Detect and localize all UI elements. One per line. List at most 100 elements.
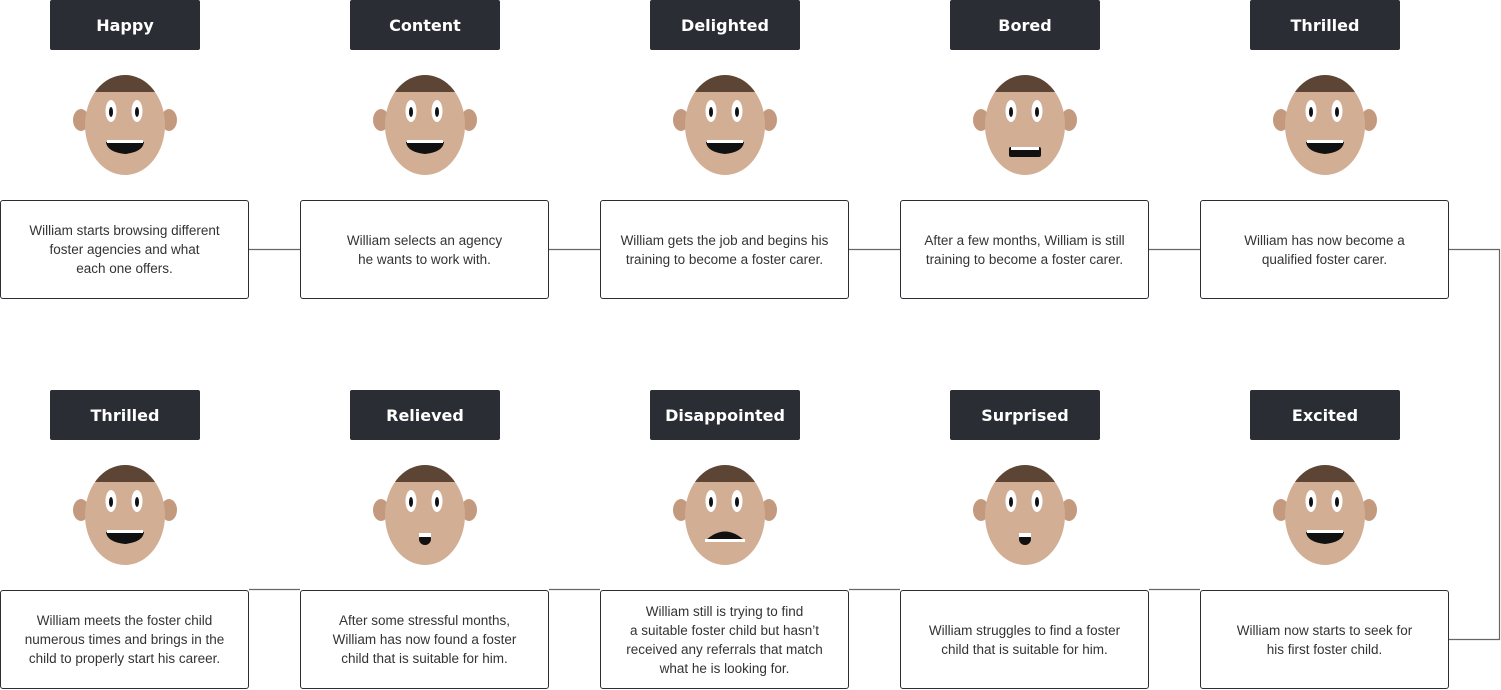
step-card: William struggles to find a foster child… bbox=[900, 590, 1149, 689]
avatar bbox=[365, 460, 485, 570]
face-icon bbox=[373, 75, 477, 175]
face-icon bbox=[673, 465, 777, 565]
emotion-label: Excited bbox=[1250, 390, 1400, 440]
pupil bbox=[1335, 107, 1339, 117]
pupil bbox=[735, 107, 739, 117]
emotion-label: Delighted bbox=[650, 0, 800, 50]
step-card: William has now become a qualified foste… bbox=[1200, 200, 1449, 299]
head bbox=[385, 465, 465, 565]
pupil bbox=[435, 107, 439, 117]
mouth-smile bbox=[1306, 532, 1344, 544]
face-icon bbox=[73, 465, 177, 565]
step-card: After some stressful months, William has… bbox=[300, 590, 549, 689]
head bbox=[85, 465, 165, 565]
mouth-smile bbox=[706, 142, 744, 154]
left-ear bbox=[73, 109, 89, 131]
mouth-smile bbox=[406, 142, 444, 154]
pupil bbox=[1035, 497, 1039, 507]
left-ear bbox=[373, 109, 389, 131]
left-ear bbox=[373, 499, 389, 521]
emotion-label: Thrilled bbox=[50, 390, 200, 440]
right-ear bbox=[1361, 499, 1377, 521]
teeth bbox=[1019, 533, 1031, 537]
emotion-label: Relieved bbox=[350, 390, 500, 440]
left-ear bbox=[1273, 499, 1289, 521]
teeth bbox=[107, 140, 143, 143]
right-ear bbox=[1061, 109, 1077, 131]
mouth-frown bbox=[705, 531, 745, 541]
pupil bbox=[409, 497, 413, 507]
teeth bbox=[419, 533, 431, 537]
avatar bbox=[665, 460, 785, 570]
emotion-label: Content bbox=[350, 0, 500, 50]
right-ear bbox=[1061, 499, 1077, 521]
pupil bbox=[1035, 107, 1039, 117]
face-icon bbox=[973, 465, 1077, 565]
avatar bbox=[1265, 70, 1385, 180]
avatar bbox=[965, 460, 1085, 570]
left-ear bbox=[673, 109, 689, 131]
right-ear bbox=[461, 109, 477, 131]
pupil bbox=[109, 107, 113, 117]
avatar bbox=[65, 70, 185, 180]
pupil bbox=[1309, 107, 1313, 117]
step-card: William meets the foster child numerous … bbox=[0, 590, 249, 689]
right-ear bbox=[461, 499, 477, 521]
step-card: William now starts to seek for his first… bbox=[1200, 590, 1449, 689]
left-ear bbox=[973, 499, 989, 521]
hair bbox=[985, 465, 1065, 482]
hair bbox=[685, 465, 765, 482]
emotion-label: Thrilled bbox=[1250, 0, 1400, 50]
pupil bbox=[1335, 497, 1339, 507]
head bbox=[1285, 465, 1365, 565]
teeth bbox=[407, 140, 443, 143]
hair bbox=[985, 75, 1065, 92]
emotion-label: Bored bbox=[950, 0, 1100, 50]
teeth bbox=[1011, 147, 1039, 150]
avatar bbox=[665, 70, 785, 180]
mouth-smile bbox=[106, 532, 144, 544]
right-ear bbox=[161, 499, 177, 521]
right-ear bbox=[761, 109, 777, 131]
left-ear bbox=[673, 499, 689, 521]
teeth bbox=[707, 140, 743, 143]
step-card: William starts browsing different foster… bbox=[0, 200, 249, 299]
face-icon bbox=[673, 75, 777, 175]
emotion-label: Surprised bbox=[950, 390, 1100, 440]
face-icon bbox=[373, 465, 477, 565]
head bbox=[385, 75, 465, 175]
pupil bbox=[135, 107, 139, 117]
pupil bbox=[1309, 497, 1313, 507]
teeth bbox=[705, 539, 745, 542]
pupil bbox=[1009, 497, 1013, 507]
hair bbox=[385, 465, 465, 482]
left-ear bbox=[73, 499, 89, 521]
face-icon bbox=[1273, 75, 1377, 175]
step-card: William still is trying to find a suitab… bbox=[600, 590, 849, 689]
mouth-smile bbox=[106, 142, 144, 154]
right-ear bbox=[161, 109, 177, 131]
left-ear bbox=[1273, 109, 1289, 131]
head bbox=[985, 465, 1065, 565]
pupil bbox=[709, 497, 713, 507]
head bbox=[1285, 75, 1365, 175]
pupil bbox=[709, 107, 713, 117]
mouth-smile bbox=[1306, 142, 1344, 154]
connector-wrap bbox=[1449, 248, 1501, 641]
hair bbox=[85, 75, 165, 92]
hair bbox=[385, 75, 465, 92]
avatar bbox=[365, 70, 485, 180]
avatar bbox=[965, 70, 1085, 180]
emotion-label: Disappointed bbox=[650, 390, 800, 440]
hair bbox=[685, 75, 765, 92]
face-icon bbox=[1273, 465, 1377, 565]
emotion-label: Happy bbox=[50, 0, 200, 50]
face-icon bbox=[73, 75, 177, 175]
avatar bbox=[1265, 460, 1385, 570]
face-icon bbox=[973, 75, 1077, 175]
hair bbox=[1285, 75, 1365, 92]
pupil bbox=[1009, 107, 1013, 117]
teeth bbox=[1307, 530, 1343, 533]
